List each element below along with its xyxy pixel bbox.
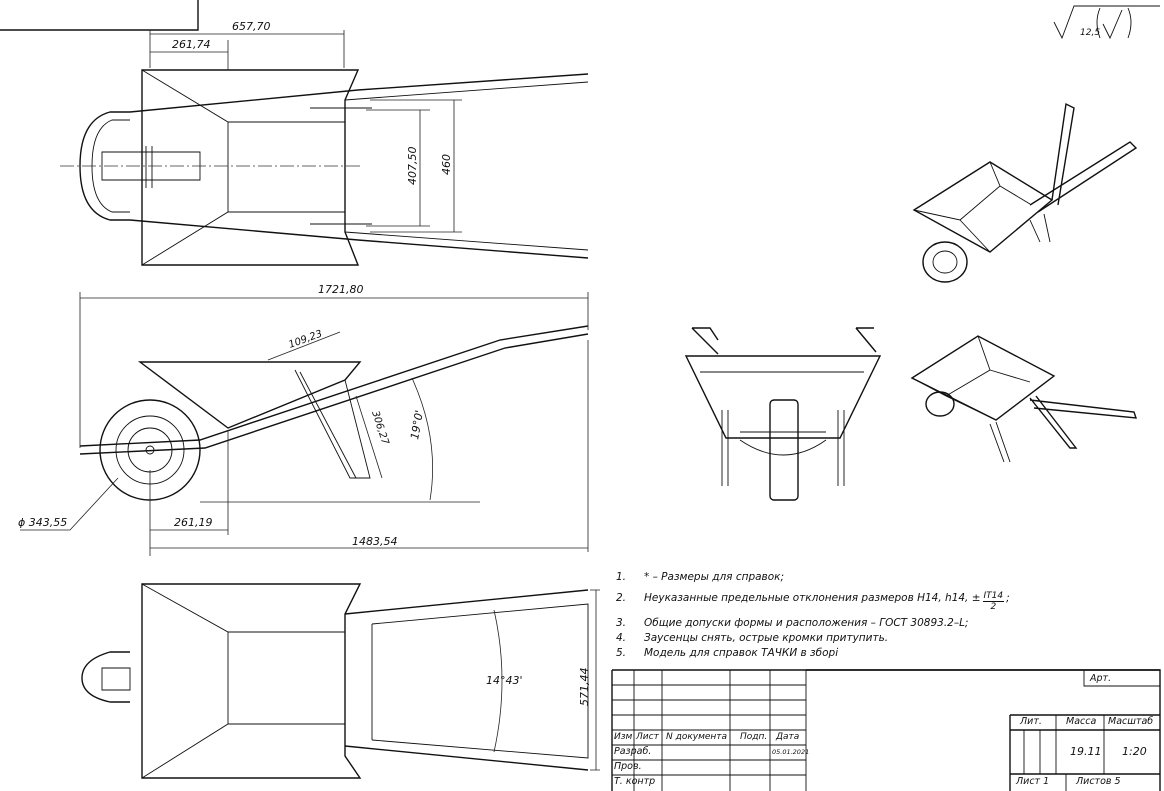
- title-block: [611, 669, 1161, 791]
- note-5: 5. Модель для справок ТАЧКИ в зборі: [616, 646, 1036, 661]
- dim-side-length: 1721,80: [318, 283, 364, 296]
- iso-view-rear: [910, 335, 1138, 463]
- note-suffix: ;: [1006, 592, 1010, 604]
- note-number: 1.: [616, 571, 627, 583]
- note-2: 2. Неуказанные предельные отклонения раз…: [616, 591, 1036, 612]
- prov-label: Пров.: [614, 761, 642, 772]
- note-number: 3.: [616, 617, 627, 629]
- fraction-bottom: 2: [990, 602, 997, 612]
- dim-bottom-width: 571,44: [578, 668, 591, 707]
- sheets-label: Листов 5: [1076, 776, 1121, 787]
- col-doc: N документа: [666, 732, 728, 742]
- dim-bottom-angle: 14°43': [486, 674, 523, 687]
- col-podp: Подп.: [740, 732, 768, 742]
- note-number: 5.: [616, 647, 627, 659]
- note-text: Общие допуски формы и расположения – ГОС…: [644, 617, 969, 629]
- art-label: Арт.: [1090, 673, 1112, 684]
- scale-value: 1:20: [1122, 745, 1147, 758]
- corner-frame: [0, 0, 199, 31]
- col-data: Дата: [776, 732, 800, 742]
- dim-side-base: 1483,54: [352, 535, 398, 548]
- bottom-view: 14°43' 571,44: [81, 583, 600, 779]
- sheet-label: Лист 1: [1016, 776, 1050, 787]
- mass-value: 19.11: [1070, 745, 1102, 758]
- note-4: 4. Заусенцы снять, острые кромки притупи…: [616, 631, 1036, 646]
- note-text: * – Размеры для справок;: [644, 571, 785, 583]
- tolerance-fraction: IT14 2: [982, 591, 1005, 612]
- col-izm: Изм: [614, 732, 633, 742]
- dim-side-leg: 306,27: [369, 410, 390, 447]
- fraction-top: IT14: [982, 591, 1005, 602]
- top-view: 657,70 261,74 407,50 460: [60, 20, 589, 266]
- notes-block: 1. * – Размеры для справок; 2. Неуказанн…: [616, 570, 1036, 661]
- dim-side-angle: 19°0': [408, 409, 426, 440]
- dim-side-axle-offset: 261,19: [174, 516, 213, 529]
- dim-top-inner-width: 407,50: [406, 147, 419, 186]
- dim-top-outer-width: 460: [440, 154, 453, 175]
- dim-top-bucket: 261,74: [172, 38, 211, 51]
- scale-label: Масштаб: [1108, 716, 1154, 727]
- note-text: Неуказанные предельные отклонения размер…: [644, 592, 981, 604]
- note-text: Заусенцы снять, острые кромки притупить.: [644, 632, 889, 644]
- note-1: 1. * – Размеры для справок;: [616, 570, 1036, 585]
- dim-wheel-diameter: ϕ 343,55: [18, 516, 67, 529]
- date-value: 05.01.2021: [772, 748, 810, 756]
- side-view: 1721,80 109,23 306,27 19°0' ϕ 343,55 261…: [18, 283, 589, 556]
- note-3: 3. Общие допуски формы и расположения – …: [616, 616, 1036, 631]
- note-text: Модель для справок ТАЧКИ в зборі: [644, 647, 839, 659]
- dim-side-wall: 109,23: [287, 329, 324, 351]
- col-list: Лист: [636, 732, 659, 742]
- mass-label: Масса: [1066, 716, 1097, 727]
- dim-top-overall: 657,70: [232, 20, 271, 33]
- note-number: 2.: [616, 592, 627, 604]
- iso-view-top-right: [912, 102, 1138, 283]
- note-number: 4.: [616, 632, 627, 644]
- roughness-symbol: 12,5: [1053, 5, 1160, 40]
- roughness-value: 12,5: [1080, 28, 1100, 38]
- razrab-label: Разраб.: [614, 746, 652, 757]
- lit-label: Лит.: [1020, 716, 1042, 727]
- iso-view-front: [684, 327, 882, 501]
- tkontr-label: Т. контр: [614, 776, 656, 787]
